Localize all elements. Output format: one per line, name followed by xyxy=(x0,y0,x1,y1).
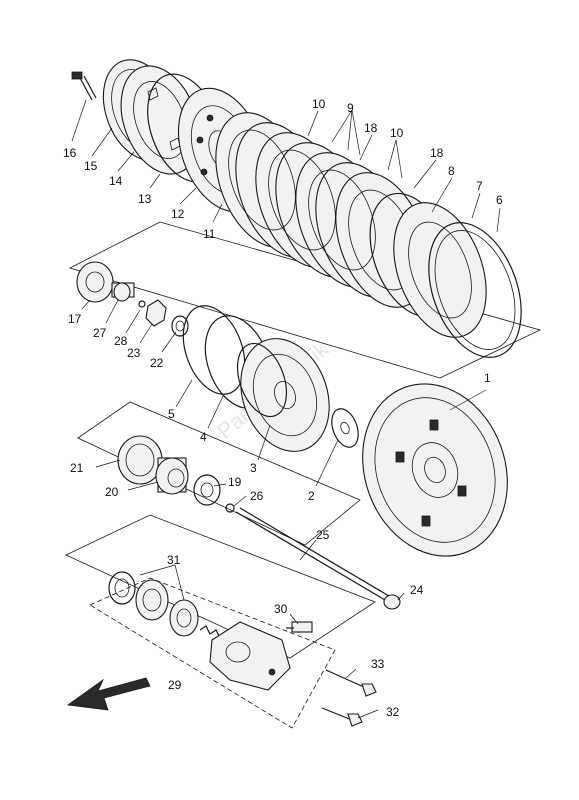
clutch-boss-3 xyxy=(236,338,330,452)
ball-26 xyxy=(225,503,235,513)
callout-2: 2 xyxy=(308,489,315,503)
callout-32: 32 xyxy=(386,705,400,719)
callout-numbers: 1 2 3 4 5 6 7 8 9 10 10 11 12 13 14 15 1… xyxy=(63,97,503,719)
callout-11: 11 xyxy=(203,227,216,241)
callout-6: 6 xyxy=(496,193,503,207)
callout-25: 25 xyxy=(316,528,330,542)
clutch-housing-1 xyxy=(362,383,508,557)
bolt-33 xyxy=(325,669,377,697)
bolt-16 xyxy=(71,71,97,101)
leader-lines xyxy=(71,99,501,719)
plate-7 xyxy=(393,202,487,338)
release-bearing-31b xyxy=(135,579,169,621)
callout-1: 1 xyxy=(484,371,491,385)
washer-19 xyxy=(193,474,221,506)
front-direction-arrow xyxy=(66,677,151,711)
callout-15: 15 xyxy=(84,159,98,173)
release-subassembly-frame xyxy=(89,577,336,729)
nut-23 xyxy=(145,299,167,327)
callout-28: 28 xyxy=(114,334,128,348)
callout-13: 13 xyxy=(138,192,152,206)
middle-assembly-frame xyxy=(77,401,361,546)
push-piece-27 xyxy=(111,282,135,302)
callout-3: 3 xyxy=(250,461,257,475)
callout-29: 29 xyxy=(168,678,182,692)
release-cover-29 xyxy=(209,621,291,691)
callout-31: 31 xyxy=(167,553,181,567)
callout-18-a: 18 xyxy=(364,121,378,135)
callout-16: 16 xyxy=(63,146,77,160)
callout-9: 9 xyxy=(347,101,354,115)
lock-washer-22 xyxy=(171,315,189,337)
bearing-17 xyxy=(76,261,114,303)
lower-assembly-frame xyxy=(65,514,376,659)
callout-26: 26 xyxy=(250,489,264,503)
callout-10-b: 10 xyxy=(390,126,404,140)
bleeder-30 xyxy=(286,621,313,633)
thrust-washer-2 xyxy=(331,408,359,448)
callout-22: 22 xyxy=(150,356,164,370)
circlip-5 xyxy=(182,305,246,395)
ring-6 xyxy=(428,222,522,358)
spacer-20 xyxy=(155,457,189,495)
callout-30: 30 xyxy=(274,602,288,616)
callout-27: 27 xyxy=(93,326,107,340)
callout-12: 12 xyxy=(171,207,185,221)
bolt-32 xyxy=(321,707,363,727)
push-rod-25 xyxy=(235,507,390,601)
callout-23: 23 xyxy=(127,346,141,360)
needle-bearing-21 xyxy=(117,435,163,485)
callout-18-b: 18 xyxy=(430,146,444,160)
ball-28 xyxy=(138,300,146,308)
callout-21: 21 xyxy=(70,461,84,475)
callout-5: 5 xyxy=(168,407,175,421)
end-piece-24 xyxy=(383,594,401,610)
callout-4: 4 xyxy=(200,430,207,444)
callout-8: 8 xyxy=(448,164,455,178)
callout-14: 14 xyxy=(109,174,123,188)
upper-assembly-frame xyxy=(68,221,542,379)
callout-20: 20 xyxy=(105,485,119,499)
callout-17: 17 xyxy=(68,312,82,326)
callout-7: 7 xyxy=(476,179,483,193)
callout-24: 24 xyxy=(410,583,424,597)
release-ring-31a xyxy=(108,571,136,605)
callout-33: 33 xyxy=(371,657,385,671)
callout-19: 19 xyxy=(228,475,242,489)
clutch-plate-stack xyxy=(215,112,429,308)
callout-10-a: 10 xyxy=(312,97,326,111)
release-ring-31c xyxy=(169,599,199,637)
